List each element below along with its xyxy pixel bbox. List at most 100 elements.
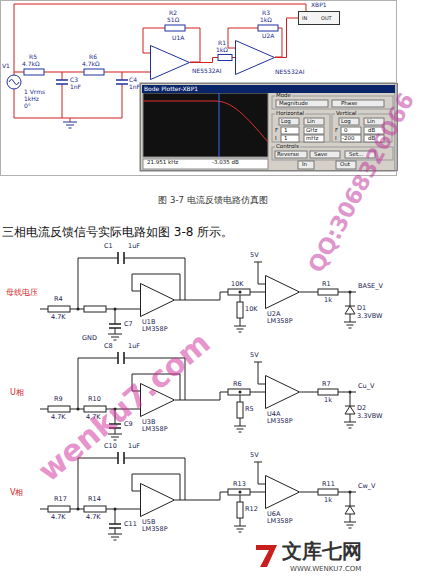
bode-control-text: 21.951 kHz [147, 160, 178, 166]
bode-control-text: Lin [367, 119, 375, 125]
bode-control-text: 1 [284, 136, 288, 142]
ac-source [7, 75, 21, 89]
bode-control-text: Lin [307, 119, 315, 125]
bode-window [332, 100, 384, 107]
component-label: R17 [54, 496, 67, 503]
component-label: V1 [2, 63, 10, 69]
bode-control-text: Out [340, 162, 350, 168]
opamp-symbol: U6ALM358P [265, 475, 300, 509]
bode-control-text: I [275, 136, 277, 142]
opamp-triangle [266, 276, 300, 309]
resistor-symbol [218, 55, 232, 61]
component-label: 1nF [129, 84, 140, 90]
ground-symbol [63, 122, 77, 128]
site-logo-text: WWW.WENKU7.COM [290, 566, 361, 573]
component-label: C1 [104, 243, 113, 250]
instrument-title: Bode Plotter-XBP1 [142, 85, 395, 93]
component-label: R5 [245, 406, 254, 413]
part-number: LM358P [142, 526, 168, 533]
part-reference: U2A [267, 311, 280, 318]
wire-connector [175, 492, 265, 500]
capacitor-symbol [56, 80, 128, 84]
bode-control-text: Log [281, 119, 291, 125]
opamp-triangle [141, 484, 175, 517]
component-label: 5V [250, 252, 259, 259]
opamp-triangle [265, 275, 300, 309]
opamp-triangle [140, 383, 175, 417]
bode-window [304, 127, 324, 134]
component-label: C3 [70, 77, 78, 83]
filter-row [40, 452, 356, 540]
opamp-triangle [265, 375, 300, 409]
ac-source [9, 80, 19, 85]
instrument-box: XBP1INOUT [298, 11, 340, 25]
part-number: LM358P [142, 326, 168, 333]
bode-control-text: dB [368, 136, 375, 142]
component-label: 1 Vrms [24, 89, 45, 95]
bode-control-text: mHz [306, 136, 318, 142]
opamp-triangle [235, 40, 275, 75]
bode-window [143, 159, 268, 169]
bode-window [304, 118, 324, 125]
ground-symbol [63, 122, 77, 128]
component-label: R11 [322, 481, 335, 488]
component-label: 10K [231, 281, 244, 288]
opamp-triangle [141, 284, 175, 317]
component-label: 1nF [70, 84, 81, 90]
figure-caption: 图 3-7 电流反馈电路仿真图 [0, 196, 426, 205]
component-label: R6 [233, 381, 242, 388]
bode-control-text: I [335, 136, 337, 142]
component-label: R12 [245, 506, 258, 513]
resistor-symbol [24, 69, 44, 75]
bode-control-text: -200 [342, 136, 354, 142]
filter-row [40, 252, 356, 340]
bode-window [281, 127, 384, 142]
component-label: R1 [218, 40, 226, 46]
bode-window [140, 83, 395, 171]
bode-control-text: Horizontal [275, 111, 305, 117]
terminal-name: OUT [321, 16, 332, 21]
bode-control-text: -3.035 dB [212, 160, 239, 166]
component-label: R1 [322, 281, 331, 288]
bode-window [364, 135, 384, 142]
filter-row [40, 352, 356, 440]
opamp-triangle [266, 476, 300, 509]
component-label: 4.7K [86, 414, 101, 421]
component-label: C10 [104, 443, 117, 450]
bode-window [219, 93, 220, 157]
component-label: 4.7K [86, 514, 101, 521]
bode-window [275, 100, 384, 169]
bode-window [272, 114, 330, 142]
bode-control-text: Magnitude [279, 101, 308, 107]
bode-control-text: Set... [349, 152, 363, 158]
bode-window [143, 101, 268, 142]
bode-control-text: Save [314, 152, 328, 158]
bode-control-text: F [335, 128, 338, 134]
component-label: 10K [245, 306, 258, 313]
part-number: NE5532AI [275, 69, 304, 75]
component-label: 1uF [128, 443, 140, 450]
bode-window [281, 135, 299, 142]
bode-control-text: Log [341, 119, 351, 125]
opamp-symbol: U4ALM358P [265, 375, 300, 409]
opamp-symbol: U2ANE5532AI [235, 40, 275, 75]
terminal-name: IN [302, 16, 307, 21]
component-label: 0° [24, 103, 31, 109]
bode-window [310, 151, 340, 158]
component-label: R9 [54, 396, 63, 403]
bode-window [364, 127, 384, 134]
component-label: 5V [250, 352, 259, 359]
component-label: 1k [324, 497, 332, 504]
component-label: C7 [124, 321, 133, 328]
logo-mark [256, 545, 277, 567]
component-label: 1kΩ [216, 47, 228, 53]
opamp-triangle [265, 475, 300, 509]
bode-window [332, 114, 392, 142]
component-label: 1kHz [24, 96, 39, 102]
part-number: LM358P [267, 318, 293, 325]
screenshot-frame [1, 1, 397, 176]
opamp-triangle [140, 483, 175, 517]
bode-window [341, 127, 361, 134]
bode-control-text: Mode [275, 93, 292, 99]
